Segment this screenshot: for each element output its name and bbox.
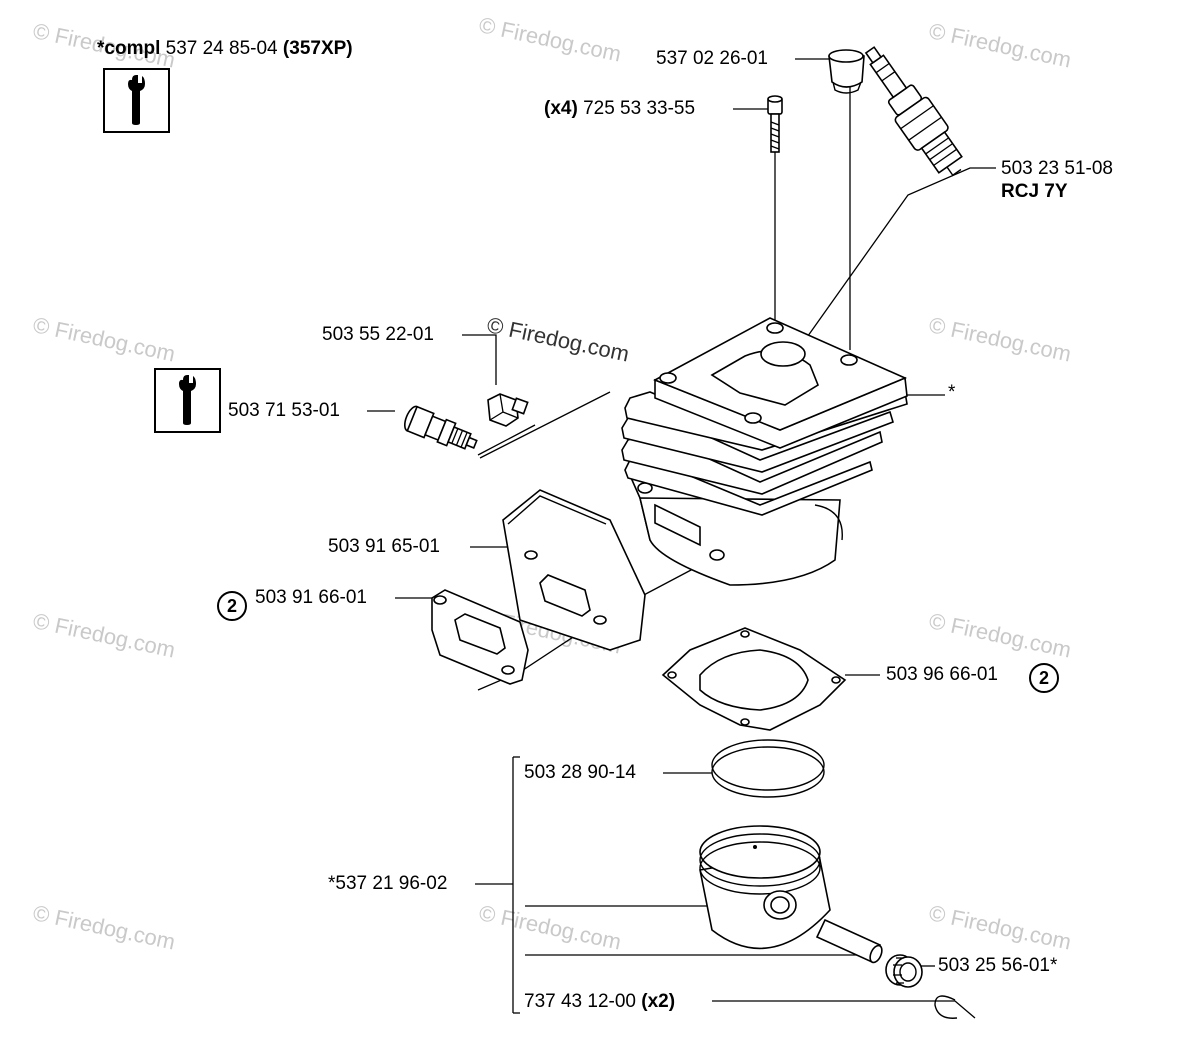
piston-ring-part	[711, 739, 825, 798]
cylinder-gasket-part	[661, 627, 847, 731]
circlip-part	[934, 995, 958, 1019]
circlip-qty: (x2)	[641, 991, 676, 1012]
cylinder-part	[621, 317, 908, 586]
part-label-piston-ring: 503 28 90-14	[524, 762, 636, 783]
part-label-valve-nut: 503 55 22-01	[322, 324, 434, 345]
cap-part	[828, 49, 865, 94]
ref-circle-2: 2	[1029, 663, 1059, 693]
part-label-exhaust-gasket: 503 91 66-01	[255, 587, 367, 608]
part-label-cap: 537 02 26-01	[656, 48, 768, 69]
screw-part	[767, 95, 783, 153]
part-label-cylinder-gasket: 503 96 66-01	[886, 664, 998, 685]
part-note-spark-plug: RCJ 7Y	[1001, 181, 1068, 202]
compl-header: *compl 537 24 85-04 (357XP)	[97, 38, 353, 60]
valve-nut-part	[487, 393, 529, 427]
part-label-piston-kit: *537 21 96-02	[328, 873, 448, 894]
part-label-needle-bearing: 503 25 56-01*	[938, 955, 1058, 976]
part-label-screw: (x4) 725 53 33-55	[544, 98, 695, 120]
compl-number: 537 24 85-04	[165, 38, 278, 59]
needle-bearing-part	[885, 954, 923, 988]
exhaust-gasket-part	[431, 589, 529, 685]
wrench-tool-icon	[103, 68, 170, 133]
circlip-number: 737 43 12-00	[524, 991, 636, 1012]
piston-part	[699, 825, 831, 950]
compl-prefix: *compl	[97, 38, 161, 59]
part-label-spark-plug: 503 23 51-08	[1001, 158, 1113, 179]
piston-pin-part	[815, 918, 883, 964]
heat-shield-part	[502, 489, 646, 651]
screw-qty: (x4)	[544, 98, 578, 119]
compl-model: (357XP)	[282, 38, 353, 59]
part-label-cylinder: *	[948, 382, 956, 403]
decompression-valve-part	[403, 405, 478, 450]
spark-plug-part	[864, 46, 963, 177]
screw-number: 725 53 33-55	[583, 98, 696, 119]
ref-circle-2: 2	[217, 591, 247, 621]
part-label-heat-shield: 503 91 65-01	[328, 536, 440, 557]
wrench-tool-icon	[154, 368, 221, 433]
part-label-circlip: 737 43 12-00 (x2)	[524, 991, 675, 1013]
part-label-decompression-valve: 503 71 53-01	[228, 400, 340, 421]
